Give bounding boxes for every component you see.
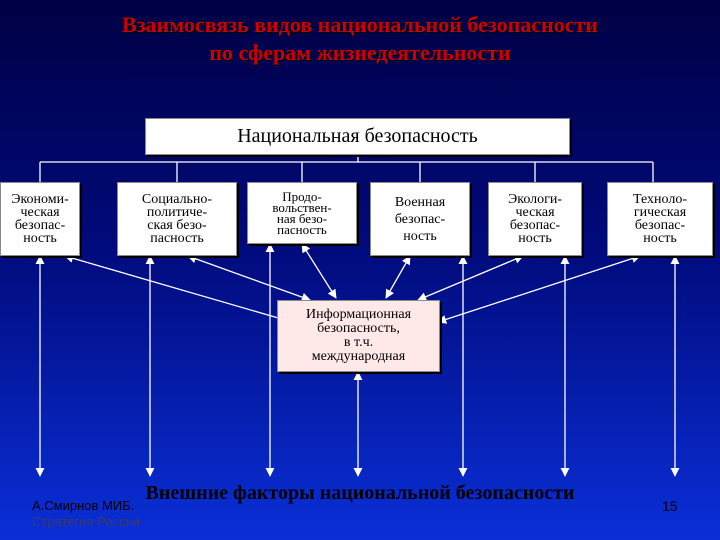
ecological-security-box: Экологи- ческая безопас- ность bbox=[488, 182, 582, 256]
technological-security-box: Техноло- гическая безопас- ность bbox=[607, 182, 713, 256]
food-security-box: Продо- вольствен- ная безо- пасность bbox=[247, 182, 357, 244]
arrow-ecology-info bbox=[417, 254, 524, 302]
arrow-economic-info bbox=[64, 253, 293, 325]
arrow-tech-info bbox=[437, 254, 641, 324]
social-political-security-box: Социально- политиче- ская безо- пасность bbox=[117, 182, 237, 256]
national-security-box: Национальная безопасность bbox=[145, 118, 570, 155]
information-security-box: Информационная безопасность, в т.ч. межд… bbox=[277, 300, 440, 372]
author-line-2: Стратегия России bbox=[32, 514, 141, 529]
military-security-box: Военная безопас- ность bbox=[370, 182, 470, 256]
title-line-1: Взаимосвязь видов национальной безопасно… bbox=[122, 12, 598, 37]
author-line-1: А.Смирнов МИБ. bbox=[32, 498, 135, 513]
page-number: 15 bbox=[662, 498, 678, 514]
arrow-social-info bbox=[187, 254, 311, 302]
author-credit: А.Смирнов МИБ. Стратегия России bbox=[32, 498, 140, 530]
arrow-food-info bbox=[301, 243, 337, 299]
arrow-military-info bbox=[385, 255, 411, 299]
external-factors-label: Внешние факторы национальной безопасност… bbox=[145, 482, 575, 504]
economic-security-box: Экономи- ческая безопас- ность bbox=[0, 182, 80, 256]
title-line-2: по сферам жизнедеятельности bbox=[209, 40, 511, 65]
